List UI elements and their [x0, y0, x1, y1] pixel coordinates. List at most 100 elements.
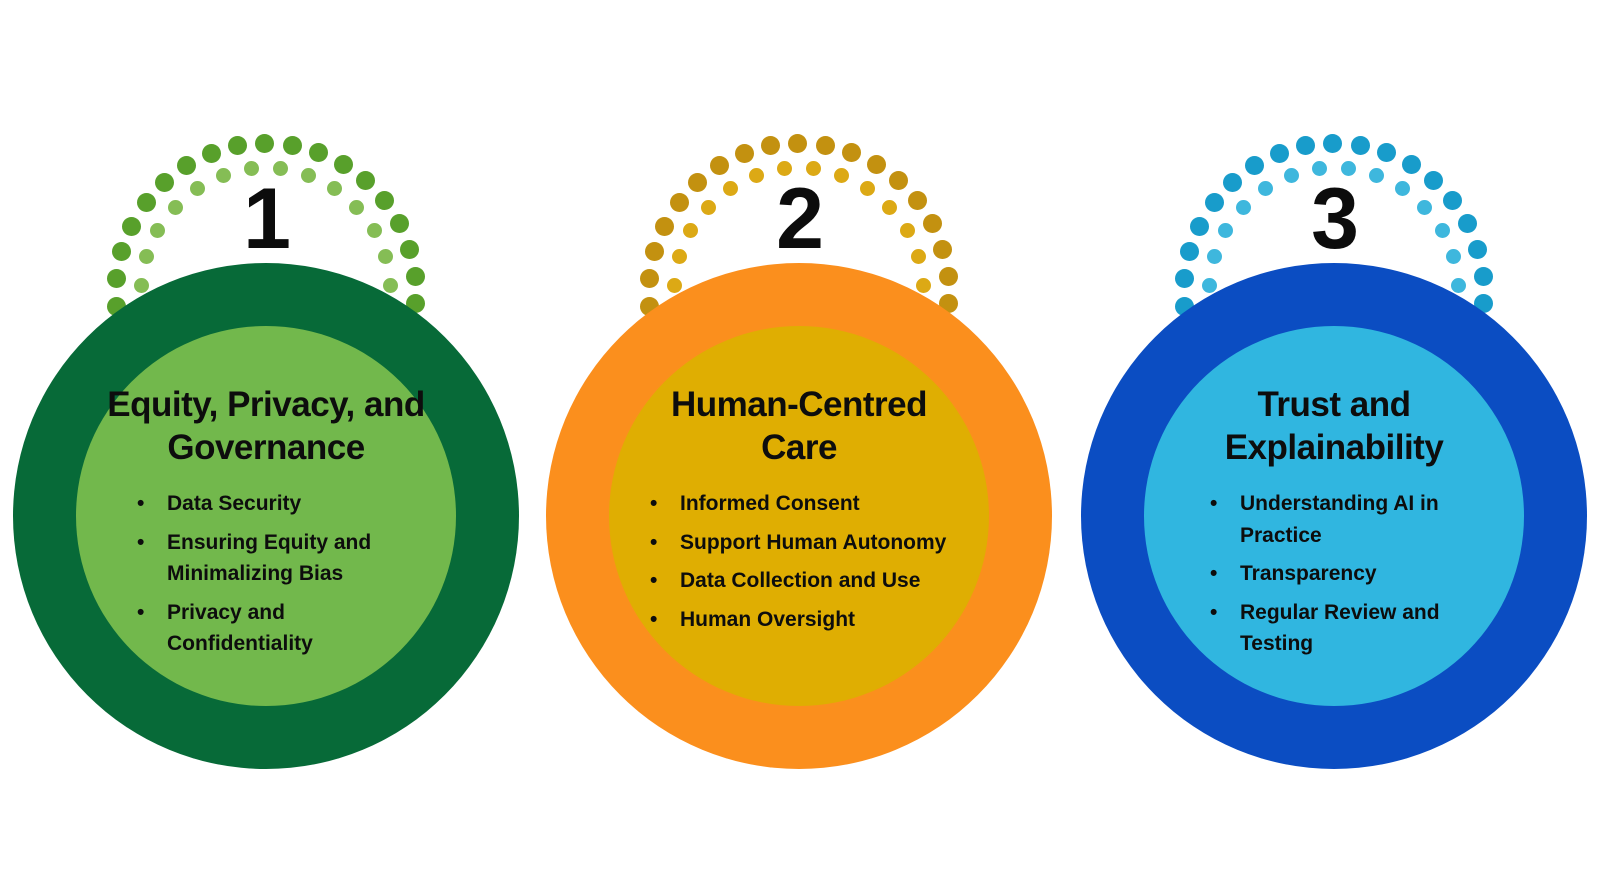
outer-circle: Trust and Explainability •Understanding …	[1081, 263, 1587, 769]
arc-dot	[671, 249, 687, 265]
arc-dot	[669, 193, 689, 213]
bullet-icon: •	[650, 492, 658, 515]
arc-dot	[815, 135, 835, 155]
arc-dot	[333, 154, 353, 174]
arc-dot	[907, 191, 927, 211]
arc-dot	[911, 249, 927, 265]
arc-dot	[383, 277, 399, 293]
list-item: • Understanding AI in Practice	[1210, 488, 1455, 551]
arc-dot	[107, 269, 127, 289]
arc-dot	[1350, 135, 1370, 155]
arc-dot	[1451, 277, 1467, 293]
bullet-icon: •	[137, 492, 145, 515]
arc-dot	[1446, 249, 1462, 265]
arc-dot	[1434, 222, 1450, 238]
bullet-text: Human Oversight	[680, 607, 856, 631]
arc-dot	[1201, 277, 1217, 293]
arc-dot	[1423, 171, 1443, 191]
arc-dot	[1467, 239, 1487, 259]
arc-dot	[399, 239, 419, 259]
arc-dot	[1312, 161, 1328, 177]
arc-dot	[1245, 156, 1264, 176]
list-item: •Ensuring Equity and Minimalizing Bias	[137, 527, 427, 590]
arc-dot	[655, 216, 675, 236]
bullet-text: Data Security	[167, 492, 302, 515]
arc-dot	[666, 277, 682, 293]
bullet-text: Informed Consent	[680, 492, 860, 515]
list-item: •Privacy and Confidentiality	[137, 597, 427, 660]
arc-dot	[1401, 154, 1421, 174]
arc-dot	[710, 156, 729, 176]
arc-dot	[309, 142, 329, 162]
arc-dot	[282, 135, 302, 155]
step-number: 3	[1311, 171, 1359, 267]
circle-title: Equity, Privacy, and Governance	[107, 385, 425, 467]
outer-circle: Human-Centred Care • Informed Consent • Sup…	[546, 263, 1052, 769]
arc-dot	[860, 180, 876, 196]
bullet-icon: •	[650, 569, 658, 592]
principle-group-2: 2 Human-Centred Care • Informed Consent • S…	[539, 0, 1059, 896]
arc-dot	[227, 136, 247, 156]
arc-dot	[1457, 214, 1477, 234]
arc-dot	[722, 180, 738, 196]
arc-dot	[760, 136, 780, 156]
arc-dot	[177, 156, 196, 176]
bullet-list: • Informed Consent • Support Human Autonomy…	[650, 488, 946, 642]
arc-dot	[405, 266, 425, 286]
arc-dot	[777, 161, 793, 177]
arc-dot	[688, 172, 708, 192]
bullet-text: Transparency	[1240, 562, 1377, 585]
arc-dot	[882, 199, 898, 215]
arc-dot	[366, 222, 382, 238]
arc-dot	[272, 161, 288, 177]
outer-circle: Equity, Privacy, and Governance • Data Se…	[13, 263, 519, 769]
arc-dot	[734, 143, 754, 163]
bullet-icon: •	[650, 607, 658, 631]
arc-dot	[1395, 180, 1411, 196]
arc-dot	[374, 191, 394, 211]
step-number: 2	[776, 171, 824, 267]
arc-dot	[932, 239, 952, 259]
arc-dot	[1295, 136, 1315, 156]
arc-dot	[1175, 269, 1195, 289]
principle-group-3: 3 Trust and Explainability •Understandin…	[1074, 0, 1594, 896]
arc-dot	[1269, 143, 1289, 163]
arc-dot	[201, 143, 221, 163]
arc-dot	[1223, 172, 1243, 192]
arc-dot	[805, 161, 821, 177]
arc-dot	[640, 269, 660, 289]
arc-dot	[842, 142, 862, 162]
arc-dot	[866, 154, 886, 174]
bullet-icon: •	[650, 530, 658, 554]
principle-group-1: 1 Equity, Privacy, and Governance •Data …	[6, 0, 526, 896]
arc-dot	[112, 242, 132, 262]
arc-dot	[244, 161, 260, 177]
bullet-text: Support Human Autonomy	[680, 530, 947, 554]
bullet-icon: •	[1210, 600, 1218, 624]
list-item: •Transparency	[1210, 558, 1455, 590]
arc-dot	[916, 277, 932, 293]
arc-dot	[150, 222, 166, 238]
arc-dot	[922, 214, 942, 234]
bullet-text: Privacy and Confidentiality	[167, 600, 313, 656]
arc-dot	[349, 199, 365, 215]
arc-dot	[700, 199, 716, 215]
arc-dot	[189, 180, 205, 196]
arc-dot	[1257, 180, 1273, 196]
arc-dot	[301, 168, 317, 183]
arc-dot	[1235, 199, 1251, 215]
arc-dot	[788, 133, 808, 153]
list-item: • Support Human Autonomy	[650, 527, 946, 559]
bullet-icon: •	[1210, 492, 1218, 515]
bullet-text: Understanding AI in Practice	[1240, 492, 1439, 547]
dotted-arc	[6, 0, 526, 896]
arc-dot	[122, 216, 142, 236]
arc-dot	[1190, 216, 1210, 236]
arc-dot	[938, 266, 958, 286]
arc-dot	[899, 222, 915, 238]
arc-dot	[683, 222, 699, 238]
list-item: • Informed Consent	[650, 488, 946, 520]
circle-title: Human-Centred Care	[670, 385, 928, 467]
arc-dot	[1218, 222, 1234, 238]
